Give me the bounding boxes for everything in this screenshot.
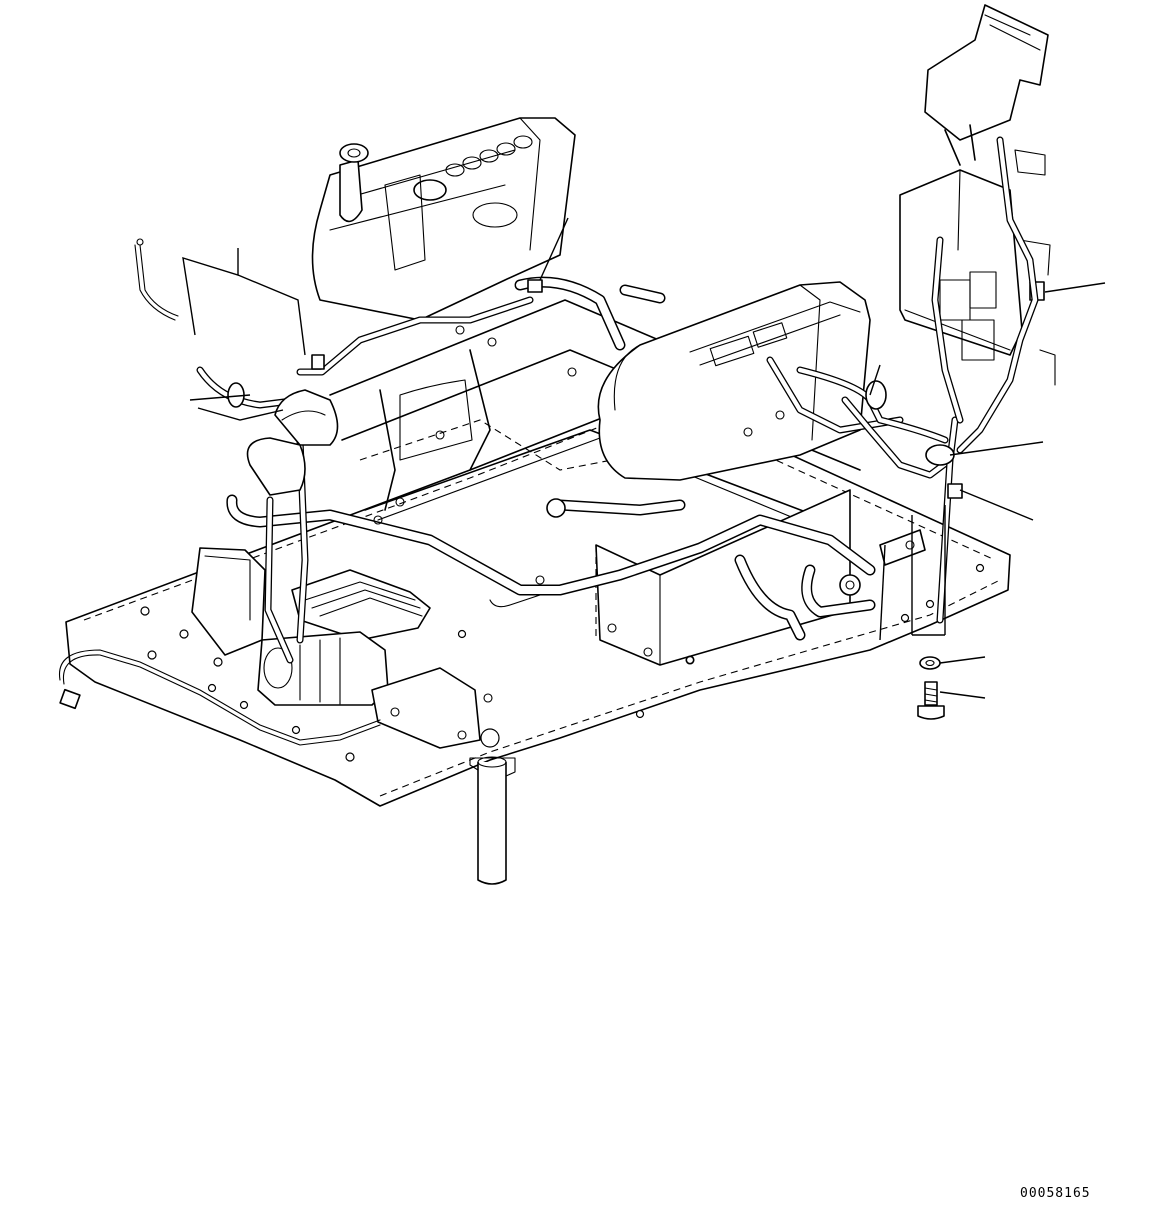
left-joystick xyxy=(246,389,339,496)
bracket-bolts xyxy=(373,325,577,585)
pedestal-post xyxy=(469,756,516,885)
callout-leaders xyxy=(182,217,1106,699)
washer xyxy=(919,656,941,670)
left-control-box xyxy=(311,117,576,321)
right-control-box xyxy=(597,281,871,481)
travel-pedals xyxy=(191,547,431,656)
bolt xyxy=(917,681,945,720)
right-vertical-bracket xyxy=(899,4,1056,454)
actuator-motor xyxy=(257,631,493,749)
switch-row xyxy=(445,135,533,177)
main-wiring-harness xyxy=(58,238,959,746)
drawing-number: 00058165 xyxy=(1020,1186,1091,1201)
